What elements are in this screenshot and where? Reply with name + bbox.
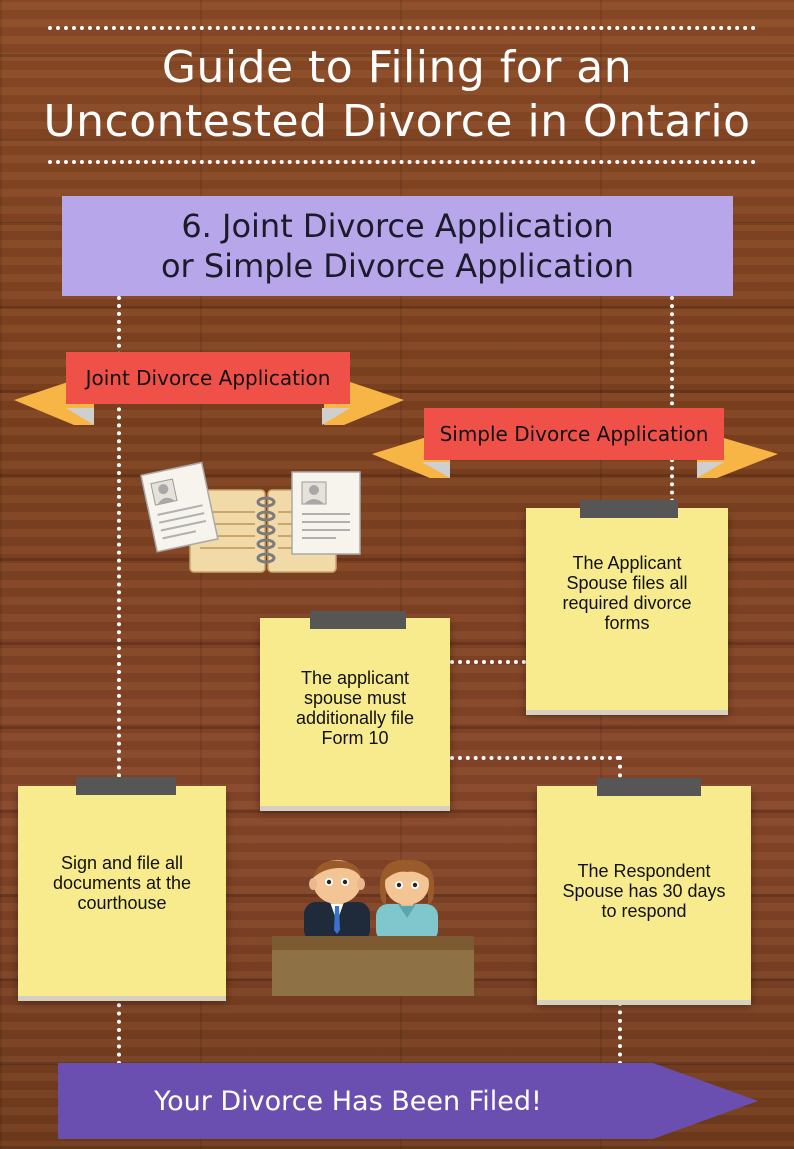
note-applicant-files-text: The Applicant Spouse files all required …	[562, 553, 692, 633]
businesswoman-icon	[376, 860, 438, 942]
connector-left-bottom	[117, 995, 121, 1065]
page-title-line-1: Guide to Filing for an	[161, 42, 633, 93]
tape	[597, 778, 701, 796]
final-banner-text: Your Divorce Has Been Filed!	[154, 1085, 542, 1117]
connector-respondent-bottom	[618, 1002, 622, 1065]
couple-at-desk-icon	[272, 860, 474, 996]
title-bottom-divider	[48, 160, 756, 164]
page-title-line-2: Uncontested Divorce in Ontario	[43, 96, 751, 147]
documents-icon	[140, 461, 361, 573]
tape	[580, 500, 678, 518]
final-banner: Your Divorce Has Been Filed!	[58, 1063, 758, 1139]
businessman-icon	[304, 860, 370, 942]
note-sign-and-file: Sign and file all documents at the court…	[18, 786, 226, 996]
tape	[76, 777, 176, 795]
simple-divorce-ribbon: Simple Divorce Application	[424, 408, 724, 460]
note-sign-and-file-text: Sign and file all documents at the court…	[52, 853, 192, 913]
note-form-10: The applicant spouse must additionally f…	[260, 618, 450, 806]
note-respondent-30-days: The Respondent Spouse has 30 days to res…	[537, 786, 751, 1000]
note-applicant-files-forms: The Applicant Spouse files all required …	[526, 508, 728, 710]
step-heading-line-2: or Simple Divorce Application	[160, 247, 635, 285]
connector-form10-to-applicant	[450, 660, 526, 664]
note-form-10-text: The applicant spouse must additionally f…	[295, 668, 415, 748]
connector-left-trunk	[117, 296, 121, 786]
title-top-divider	[48, 26, 756, 30]
tape	[310, 611, 406, 629]
desk-icon	[272, 936, 474, 996]
connector-right-trunk	[670, 296, 674, 511]
step-heading-box: 6. Joint Divorce Application or Simple D…	[62, 196, 733, 296]
note-respondent-text: The Respondent Spouse has 30 days to res…	[562, 861, 726, 921]
joint-divorce-ribbon: Joint Divorce Application	[66, 352, 350, 404]
step-heading-line-1: 6. Joint Divorce Application	[181, 207, 614, 245]
connector-respondent-down	[618, 756, 622, 786]
connector-form10-to-respondent	[450, 756, 620, 760]
